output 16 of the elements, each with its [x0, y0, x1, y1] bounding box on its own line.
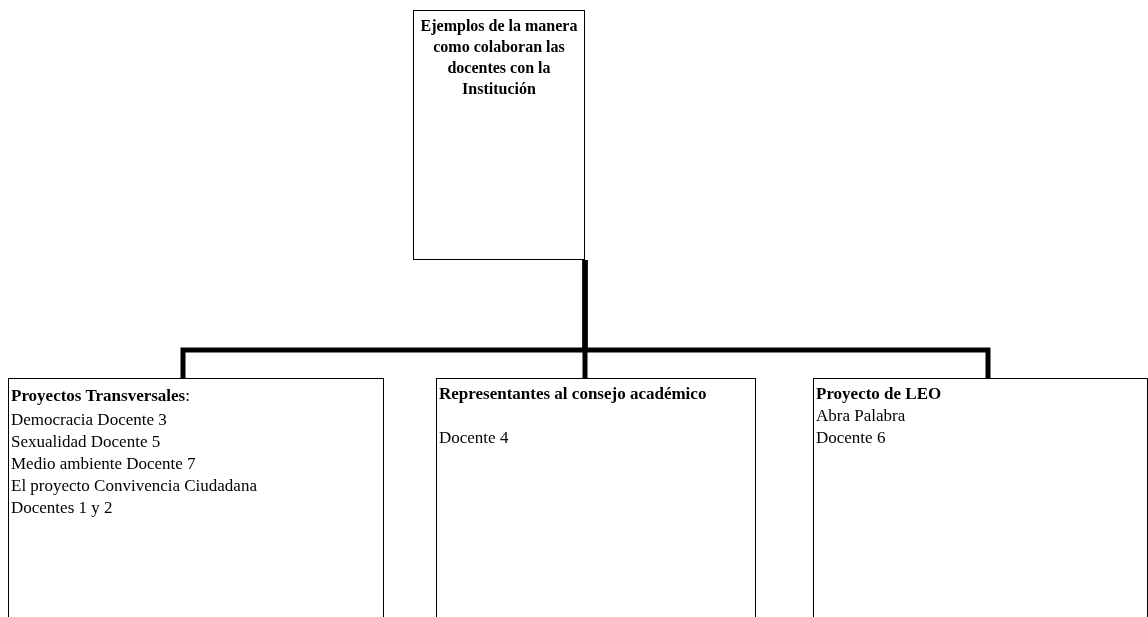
heading-text: Ejemplos de la manera como colaboran las docentes con la Institución: [419, 16, 579, 99]
text-box: [413, 10, 585, 260]
body-text: Sexualidad Docente 5: [11, 431, 162, 453]
heading-text: Proyecto de LEO: [816, 383, 943, 405]
body-text: Docente 4: [439, 427, 510, 449]
body-text: Medio ambiente Docente 7: [11, 453, 197, 475]
text-box: [436, 378, 756, 617]
body-text: Democracia Docente 3: [11, 409, 168, 431]
heading-text: Representantes al consejo académico: [439, 383, 708, 405]
heading-text: Proyectos Transversales:: [11, 385, 191, 407]
connector-line: [582, 260, 991, 378]
body-text: El proyecto Convivencia Ciudadana Docentes 1 y 2: [11, 475, 258, 519]
text-box: [8, 378, 384, 617]
body-text: Docente 6: [816, 427, 887, 449]
body-text: Abra Palabra: [816, 405, 907, 427]
text-box: [813, 378, 1148, 617]
